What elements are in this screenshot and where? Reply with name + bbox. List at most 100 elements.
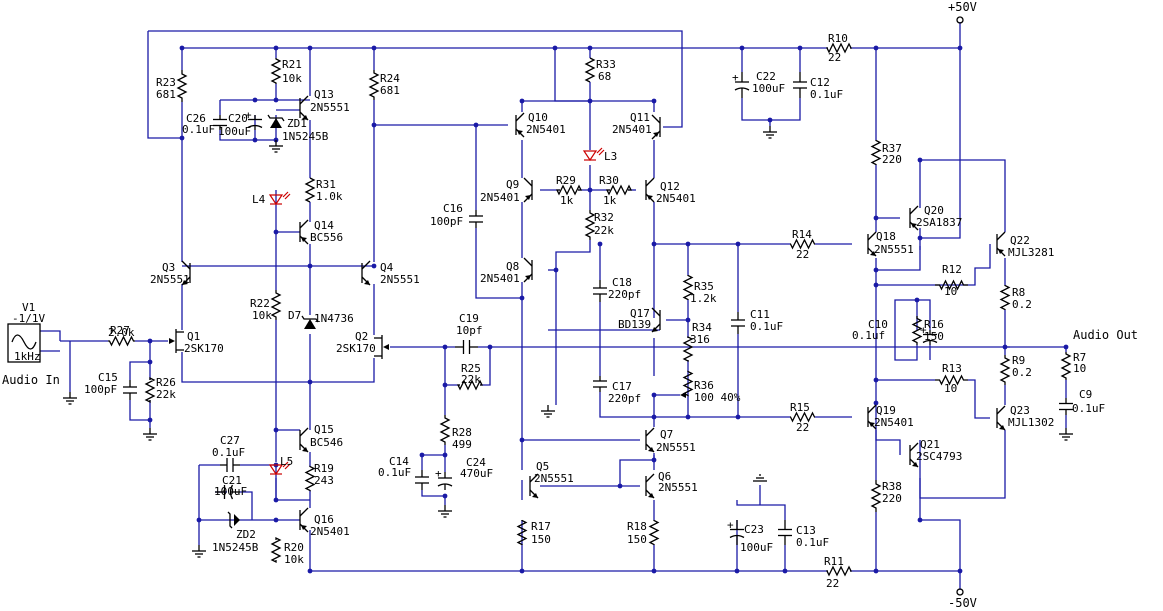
q10-ref-label: Q10 (528, 111, 548, 124)
l5-ref-label: L5 (280, 455, 293, 468)
junction-dot (273, 229, 279, 235)
junction-dot (252, 97, 258, 103)
junction-dot (519, 437, 525, 443)
q14-ref-label: Q14 (314, 219, 334, 232)
audio-out-label: Audio Out (1073, 328, 1138, 342)
q2-jfet (374, 335, 389, 359)
c10-ref-label: C10 (868, 318, 888, 331)
junction-dot (587, 45, 593, 51)
r23-value-label: 681 (156, 88, 176, 101)
junction-dot (442, 493, 448, 499)
r36-ref-label: R36 (694, 379, 714, 392)
r8-resistor (999, 284, 1011, 311)
r21-resistor (270, 58, 282, 84)
v1-amplitude-label: -1/1V (12, 312, 45, 325)
c18-capacitor (593, 280, 607, 302)
junction-dot (179, 135, 185, 141)
junction-dot (519, 98, 525, 104)
r34-value-label: 316 (690, 333, 710, 346)
wire (480, 347, 491, 386)
c24-ref-label: C24 (466, 456, 486, 469)
r30-value-label: 1k (603, 194, 617, 207)
wire (968, 379, 990, 419)
c10-value-label: 0.1uf (852, 329, 885, 342)
junction-dot (917, 235, 923, 241)
c21-ref-label: C21 (222, 474, 242, 487)
q15-transistor (299, 427, 309, 453)
r8-ref-label: R8 (1012, 286, 1025, 299)
d7-value-label: 1N4736 (314, 312, 354, 325)
v1-name-label: V1 (22, 301, 35, 314)
q13-value-label: 2N5551 (310, 101, 350, 114)
r14-resistor (789, 238, 816, 250)
junction-dot (147, 359, 153, 365)
q3-ref-label: Q3 (162, 261, 175, 274)
gnd-c23-symbol (753, 474, 767, 482)
c26-capacitor (213, 115, 227, 130)
gnd-zd1-symbol (269, 140, 283, 153)
r16-value-label: 150 (924, 330, 944, 343)
pos-rail-terminal (956, 16, 964, 24)
r15-resistor (789, 411, 816, 423)
r8-value-label: 0.2 (1012, 298, 1032, 311)
q9-ref-label: Q9 (506, 178, 519, 191)
c26-value-label: 0.1uF (182, 123, 215, 136)
c27-value-label: 0.1uF (212, 446, 245, 459)
junction-dot (797, 45, 803, 51)
q19-transistor (867, 404, 877, 430)
r12-resistor (935, 279, 968, 291)
q17-value-label: BD139 (618, 318, 651, 331)
c15-value-label: 100pF (84, 383, 117, 396)
wires (40, 22, 1069, 590)
r11-resistor (825, 565, 853, 577)
r35-resistor (682, 274, 694, 301)
wiper-arrow (680, 392, 686, 398)
r22-ref-label: R22 (250, 297, 270, 310)
junction-dot (442, 344, 448, 350)
r32-value-label: 22k (594, 224, 614, 237)
q12-value-label: 2N5401 (656, 192, 696, 205)
r9-ref-label: R9 (1012, 354, 1025, 367)
q3-transistor (181, 260, 191, 286)
c23-capacitor: + (727, 519, 745, 545)
junction-dot (685, 317, 691, 323)
r18-resistor (648, 519, 660, 546)
gnd-c24-symbol (438, 505, 452, 518)
r20-value-label: 10k (284, 553, 304, 566)
l4-led (268, 191, 291, 206)
r30-resistor (605, 184, 633, 196)
q1-ref-label: Q1 (187, 330, 200, 343)
c9-ref-label: C9 (1079, 388, 1092, 401)
junction-dot (442, 452, 448, 458)
junction-dot (767, 117, 773, 123)
wire (876, 246, 921, 271)
c19-capacitor (455, 340, 478, 354)
c26-ref-label: C26 (186, 112, 206, 125)
r21-value-label: 10k (282, 72, 302, 85)
q9-transistor (523, 177, 533, 203)
r36-resistor (682, 370, 694, 397)
c12-capacitor (793, 72, 807, 98)
c23-value-label: 100uF (740, 541, 773, 554)
r33-resistor (584, 57, 596, 83)
q15-value-label: BC546 (310, 436, 343, 449)
r26-resistor (144, 376, 156, 404)
q9-value-label: 2N5401 (480, 191, 520, 204)
q7-transistor (645, 427, 655, 453)
q21-ref-label: Q21 (920, 438, 940, 451)
c21-value-label: 100uF (214, 485, 247, 498)
junction-dot (473, 122, 479, 128)
c12-value-label: 0.1uF (810, 88, 843, 101)
q11-value-label: 2N5401 (612, 123, 652, 136)
r25-ref-label: R25 (461, 362, 481, 375)
junction-dot (957, 568, 963, 574)
q12-ref-label: Q12 (660, 180, 680, 193)
r20-ref-label: R20 (284, 541, 304, 554)
r37-ref-label: R37 (882, 142, 902, 155)
wire (181, 352, 310, 383)
junction-dot (651, 392, 657, 398)
junction-dot (487, 344, 493, 350)
junction-dot (735, 241, 741, 247)
q19-value-label: 2N5401 (874, 416, 914, 429)
c12-ref-label: C12 (810, 76, 830, 89)
